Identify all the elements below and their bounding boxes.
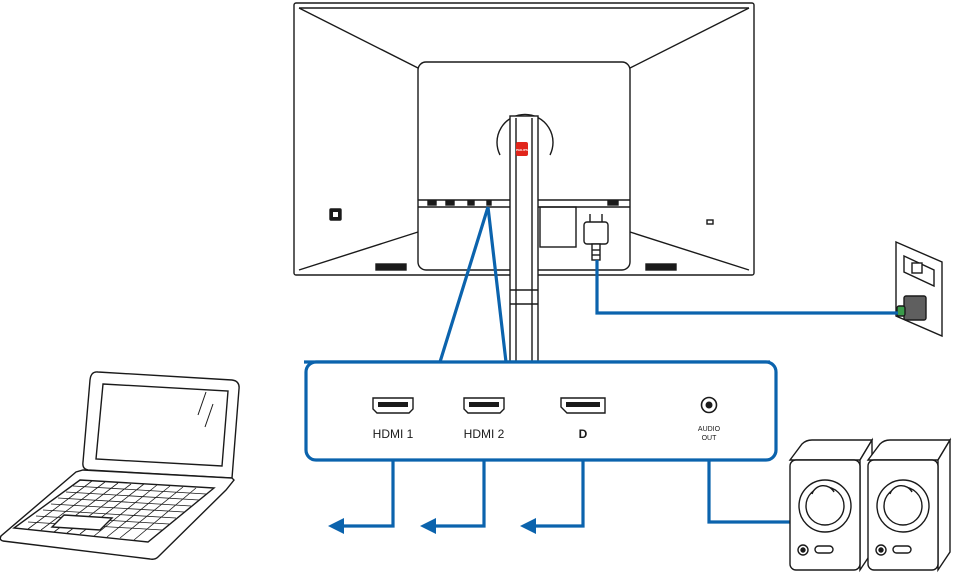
hdmi-port-pins — [469, 402, 499, 407]
displayport-cable — [532, 460, 585, 528]
speaker-right — [866, 437, 952, 573]
bevel-line — [298, 231, 419, 271]
bevel-line — [298, 7, 419, 69]
speaker-port — [892, 545, 912, 554]
power-cable — [595, 260, 898, 315]
speaker-highlight — [811, 485, 835, 495]
plug-strain-relief — [591, 243, 601, 261]
audio-out-label-line2: OUT — [702, 435, 718, 442]
brand-badge-shield — [516, 142, 528, 156]
key-col — [119, 486, 184, 539]
displayport-pins — [566, 402, 600, 407]
outlet-slot — [911, 262, 923, 274]
power-plug-monitor — [583, 214, 609, 261]
screen-glare — [197, 391, 207, 416]
speaker-knob-center — [878, 547, 884, 553]
port-mark — [607, 200, 619, 206]
speaker-top — [866, 439, 952, 461]
hdmi-port-pins — [378, 402, 408, 407]
speaker-highlight — [889, 485, 913, 495]
wall-outlet — [895, 240, 943, 338]
key-row — [50, 503, 185, 513]
speaker-port — [814, 545, 834, 554]
key-row — [72, 485, 207, 495]
port-mark — [427, 200, 437, 206]
bevel-line — [629, 7, 750, 69]
hdmi-1-cable — [340, 460, 395, 528]
port-mark — [486, 200, 492, 206]
displayport-logo: D — [579, 427, 588, 441]
audio-cable — [707, 460, 790, 524]
outlet-plug — [903, 295, 927, 321]
speaker-left — [788, 437, 874, 573]
port-cables — [340, 460, 790, 528]
arrow-left-icon — [420, 518, 436, 534]
key-col — [40, 481, 106, 531]
audio-out-port: AUDIO OUT — [698, 396, 721, 442]
brand-logo: PHILIPS — [516, 148, 528, 152]
key-col — [27, 480, 93, 530]
laptop-screen — [95, 383, 229, 467]
bevel-line — [629, 231, 750, 271]
hdmi-1-label: HDMI 1 — [373, 427, 414, 441]
connector-box — [539, 206, 577, 248]
arrow-left-icon — [328, 518, 344, 534]
hdmi-2-cable — [432, 460, 486, 528]
monitor-back — [293, 2, 755, 363]
port-panel — [304, 360, 778, 462]
monitor-foot — [645, 263, 677, 271]
stand-mount-ring — [496, 113, 554, 156]
speakers — [788, 437, 952, 573]
screen-glare — [204, 403, 214, 428]
lock-slot-inner — [333, 212, 338, 217]
port-mark — [467, 200, 475, 206]
monitor-foot — [375, 263, 407, 271]
key-col — [106, 485, 171, 538]
laptop — [0, 371, 240, 560]
key-col — [93, 484, 158, 537]
vent-mark — [706, 219, 714, 225]
key-col — [133, 487, 197, 541]
audio-out-label-line1: AUDIO — [698, 426, 721, 433]
port-mark — [445, 200, 455, 206]
laptop-touchpad — [50, 514, 114, 531]
hdmi-1-port: HDMI 1 — [372, 397, 414, 441]
key-row — [42, 509, 177, 519]
outlet-plug-tip — [896, 305, 906, 317]
speaker-knob-center — [800, 547, 806, 553]
hdmi-2-label: HDMI 2 — [464, 427, 505, 441]
outlet-plate — [895, 240, 943, 338]
speaker-side — [937, 437, 951, 573]
key-row — [57, 497, 192, 507]
arrow-left-icon — [520, 518, 536, 534]
audio-jack-center — [705, 401, 713, 409]
arrowheads — [328, 518, 536, 534]
hdmi-2-port: HDMI 2 — [463, 397, 505, 441]
key-row — [65, 491, 200, 501]
plug-body — [583, 221, 609, 245]
displayport-port: D — [560, 397, 606, 441]
brand-badge: PHILIPS — [516, 142, 528, 156]
speaker-top — [788, 439, 874, 461]
